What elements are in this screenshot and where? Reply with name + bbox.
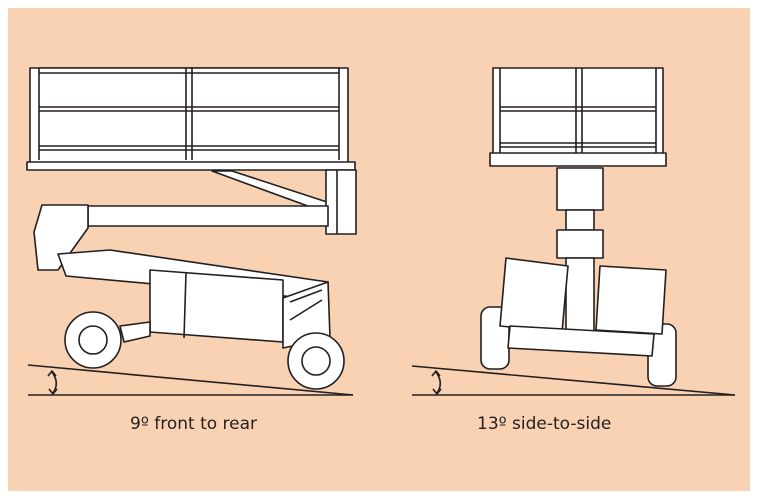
- slope-front-to-rear: [27, 364, 354, 396]
- platform-right: [489, 67, 667, 167]
- boom-lift-side-to-side: [411, 67, 736, 396]
- boom-lift-front-to-rear: [26, 67, 357, 396]
- chassis-right: [499, 257, 667, 357]
- caption-front-to-rear: 9º front to rear: [130, 414, 258, 434]
- slope-side-to-side: [411, 365, 736, 396]
- platform-left: [26, 67, 356, 171]
- wheel-front-left: [64, 311, 122, 369]
- chassis-left: [119, 269, 331, 349]
- wheel-rear-left: [287, 332, 345, 390]
- caption-side-to-side: 13º side-to-side: [477, 414, 612, 434]
